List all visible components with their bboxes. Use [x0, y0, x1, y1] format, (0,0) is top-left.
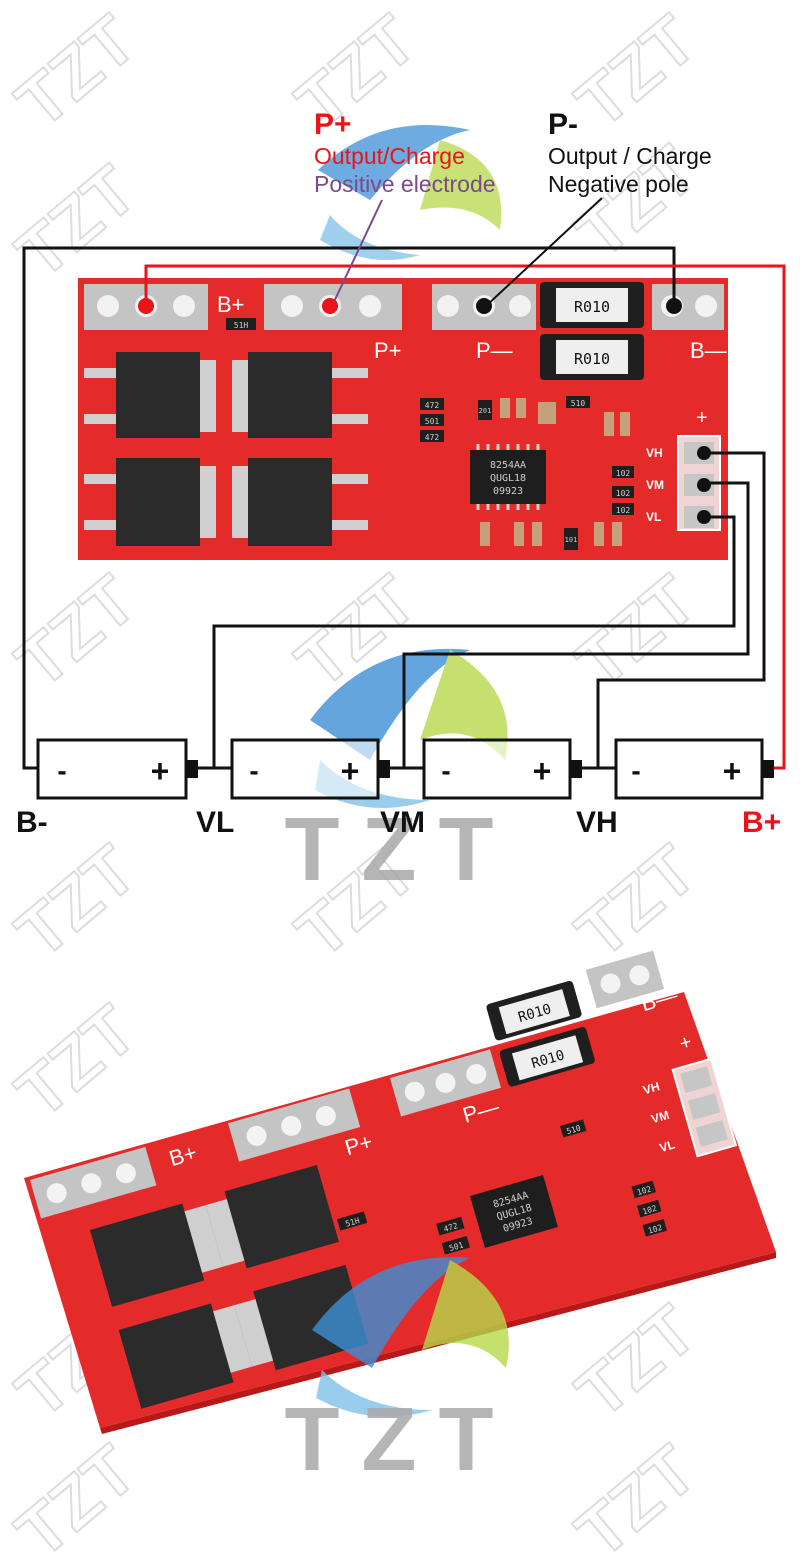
p-minus-line2: Negative pole: [548, 171, 689, 197]
mosfet-top-right: [232, 352, 368, 438]
wire-vl: [212, 515, 736, 768]
watermark-tile: TZT: [282, 0, 430, 142]
pcb-top-view: B+ P+ P— B— + VH VM VL R010 R010: [78, 278, 728, 560]
svg-text:51H: 51H: [234, 321, 249, 330]
smd-components: 51H 472 501 472 201 510 102 102 102 101: [226, 318, 634, 550]
shunt-resistor-2: R010: [540, 334, 644, 380]
svg-text:472: 472: [425, 401, 440, 410]
svg-text:-: -: [249, 755, 258, 786]
mosfet-bottom-left: [84, 458, 216, 546]
silk-vm: VM: [646, 478, 664, 492]
svg-text:510: 510: [571, 399, 586, 408]
svg-text:51H: 51H: [344, 1216, 361, 1229]
battery-cell-3: - +: [422, 738, 582, 800]
p-plus-line2: Positive electrode: [314, 171, 496, 197]
silk-vl: VL: [646, 510, 661, 524]
wiring: [22, 197, 786, 770]
svg-text:09923: 09923: [493, 486, 523, 497]
annotation-p-plus: P+ Output/Charge Positive electrode: [314, 108, 496, 197]
watermark-tile: TZT: [2, 1430, 150, 1553]
svg-text:8254AA: 8254AA: [490, 460, 526, 471]
svg-text:+: +: [723, 753, 742, 789]
battery-cell-1: - +: [36, 738, 198, 800]
terminal-dots: [138, 298, 711, 524]
svg-text:+: +: [533, 753, 552, 789]
silk-vh: VH: [646, 446, 663, 460]
wire-vm: [402, 481, 750, 768]
svg-text:472: 472: [443, 1221, 460, 1234]
p-minus-line1: Output / Charge: [548, 143, 712, 169]
svg-text:501: 501: [448, 1240, 465, 1253]
silk-p-minus: P—: [476, 338, 513, 363]
battery-cell-2: - +: [230, 738, 390, 800]
p-minus-title: P-: [548, 108, 578, 141]
watermark-tile: TZT: [562, 1430, 710, 1553]
mosfet-top-left: [84, 352, 216, 438]
svg-text:102: 102: [636, 1184, 653, 1197]
p-plus-line1: Output/Charge: [314, 143, 465, 169]
svg-text:510: 510: [565, 1124, 582, 1137]
svg-text:-: -: [441, 755, 450, 786]
tzt-watermark-text: TZT: [285, 800, 516, 900]
node-labels: B- VL VM VH B+: [16, 806, 781, 839]
svg-text:-: -: [57, 755, 66, 786]
angled-smd: 510 472 501 102 102 102 51H: [337, 1119, 667, 1255]
svg-text:+: +: [151, 753, 170, 789]
shunt-resistor-1: R010: [540, 282, 644, 328]
svg-text:VM: VM: [650, 1108, 671, 1126]
svg-text:201: 201: [479, 407, 492, 415]
angled-pads-right: P— R010 R010 B— + VH VM VL: [390, 950, 738, 1158]
svg-text:101: 101: [565, 536, 578, 544]
p-plus-title: P+: [314, 108, 352, 141]
angled-protection-ic: 8254AA QUGL18 09923: [470, 1175, 558, 1248]
svg-text:VL: VL: [658, 1137, 677, 1155]
svg-text:+: +: [341, 753, 360, 789]
silk-b-plus: B+: [217, 292, 245, 317]
watermark-tile: TZT: [562, 830, 710, 972]
svg-text:+: +: [677, 1031, 694, 1055]
label-vl: VL: [196, 806, 234, 839]
watermark-tile: TZT: [562, 1290, 710, 1432]
pcb-angled-view: B+ P+ P— R010 R010 B— + VH VM VL: [24, 950, 776, 1490]
wire-b-plus: [144, 264, 786, 770]
svg-text:QUGL18: QUGL18: [490, 473, 526, 484]
silk-p-plus: P+: [374, 338, 402, 363]
label-vm: VM: [380, 806, 425, 839]
svg-text:501: 501: [425, 417, 440, 426]
angled-pads-left: B+ P+: [30, 1088, 375, 1219]
svg-text:R010: R010: [574, 350, 610, 368]
watermark-tile: TZT: [2, 830, 150, 972]
mosfet-bottom-right: [232, 458, 368, 546]
watermark-tile: TZT: [2, 990, 150, 1132]
silk-b-minus: B—: [690, 338, 727, 363]
callout-p-plus: [331, 199, 383, 307]
silk-plus: +: [696, 407, 708, 429]
svg-text:102: 102: [616, 506, 631, 515]
svg-text:102: 102: [647, 1223, 664, 1236]
tzt-watermark-text-bottom: TZT: [285, 1390, 516, 1490]
angled-mosfets: [90, 1164, 369, 1409]
svg-text:102: 102: [616, 469, 631, 478]
svg-text:-: -: [631, 755, 640, 786]
label-b-minus: B-: [16, 806, 48, 839]
watermark-tile: TZT: [2, 0, 150, 142]
tzt-logo-bottom: [312, 1257, 509, 1417]
label-vh: VH: [576, 806, 618, 839]
annotation-p-minus: P- Output / Charge Negative pole: [548, 108, 712, 197]
svg-text:102: 102: [616, 489, 631, 498]
svg-text:R010: R010: [574, 298, 610, 316]
svg-text:102: 102: [641, 1204, 658, 1217]
label-b-plus: B+: [742, 806, 781, 839]
battery-cell-4: - +: [614, 738, 774, 800]
protection-ic: 8254AA QUGL18 09923: [470, 444, 546, 510]
watermark-tile: TZT: [562, 0, 710, 142]
svg-text:472: 472: [425, 433, 440, 442]
svg-text:VH: VH: [641, 1079, 661, 1097]
callout-p-minus: [485, 197, 603, 307]
wire-vh: [596, 451, 766, 768]
